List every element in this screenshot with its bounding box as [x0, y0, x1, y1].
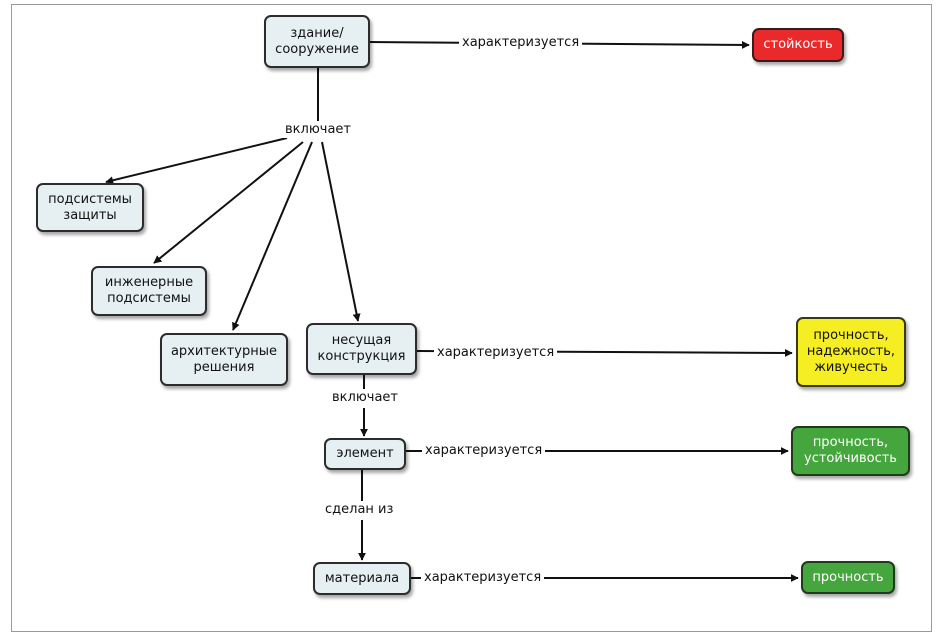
node-bearing-structure[interactable]: несущая конструкция	[306, 323, 417, 375]
node-material[interactable]: материала	[313, 562, 411, 595]
link-label-made-of: сделан из	[322, 502, 397, 518]
edge-includes-protection	[105, 137, 288, 185]
edge-includes-engineering	[153, 141, 304, 264]
edge-includes-bearing	[321, 141, 361, 322]
node-engineering-subsystems[interactable]: инженерные подсистемы	[91, 266, 207, 316]
link-label-material-char: характеризуется	[421, 570, 545, 586]
edge-includes-architecture	[232, 141, 313, 331]
node-architecture-solutions[interactable]: архитектурные решения	[160, 333, 288, 386]
link-label-element-char: характеризуется	[422, 443, 546, 459]
node-strength[interactable]: прочность	[801, 561, 895, 594]
link-label-includes-2: включает	[329, 390, 401, 406]
link-label-includes: включает	[282, 122, 354, 138]
node-element[interactable]: элемент	[324, 438, 406, 470]
node-building[interactable]: здание/ сооружение	[264, 15, 370, 68]
diagram-frame	[11, 4, 932, 632]
node-strength-reliability[interactable]: прочность, надежность, живучесть	[796, 317, 906, 387]
node-stability[interactable]: стойкость	[752, 28, 844, 62]
node-protection-subsystems[interactable]: подсистемы защиты	[36, 183, 144, 232]
node-strength-stability[interactable]: прочность, устойчивость	[791, 426, 910, 476]
link-label-building-char: характеризуется	[459, 35, 583, 51]
link-label-bearing-char: характеризуется	[434, 345, 558, 361]
